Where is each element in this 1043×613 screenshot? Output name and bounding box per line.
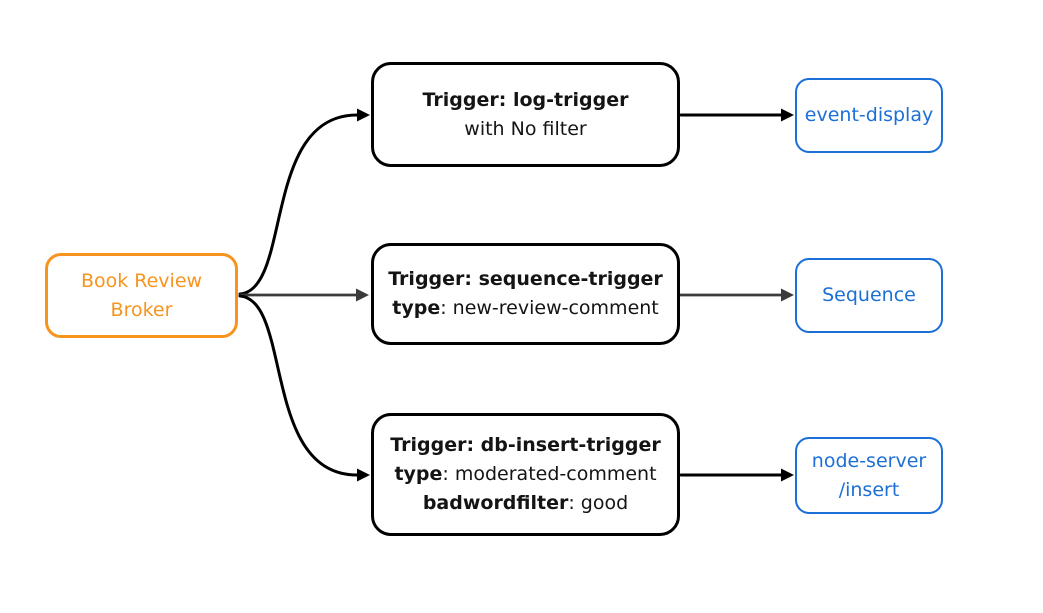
sequence-trigger-filter: type: new-review-comment (392, 294, 659, 323)
edge-broker-to-db-insert-trigger (238, 294, 359, 477)
sequence-label: Sequence (822, 284, 916, 306)
arrowhead-log-trigger (357, 108, 370, 122)
arrowhead-event-display (781, 108, 794, 122)
log-trigger-node: Trigger: log-trigger with No filter (371, 62, 680, 167)
arrowhead-sequence-trigger (356, 288, 369, 302)
log-trigger-title: Trigger: log-trigger (422, 88, 629, 111)
db-insert-trigger-filter-type: type: moderated-comment (394, 460, 656, 489)
event-display-node: event-display (795, 78, 943, 153)
broker-label-line1: Book Review (80, 269, 203, 292)
db-insert-trigger-title: Trigger: db-insert-trigger (390, 434, 661, 456)
node-server-label-line1: node-server (811, 449, 927, 472)
sequence-trigger-node: Trigger: sequence-trigger type: new-revi… (371, 243, 680, 345)
sequence-node: Sequence (795, 258, 943, 333)
event-display-label: event-display (804, 104, 934, 126)
db-insert-trigger-badword-key: badwordfilter (422, 492, 569, 514)
sequence-trigger-title: Trigger: sequence-trigger (388, 268, 663, 290)
arrowhead-node-server (781, 468, 794, 482)
broker-node: Book Review Broker (45, 253, 238, 338)
log-trigger-filter: with No filter (464, 117, 587, 140)
node-server-label-line2: /insert (838, 478, 900, 501)
arrowhead-db-insert-trigger (357, 468, 370, 482)
db-insert-trigger-badword-value: : good (568, 492, 629, 514)
db-insert-trigger-node: Trigger: db-insert-trigger type: moderat… (371, 413, 680, 536)
sequence-trigger-filter-value: : new-review-comment (440, 297, 659, 319)
sequence-trigger-filter-key: type (392, 297, 441, 319)
db-insert-trigger-type-key: type (394, 463, 443, 485)
arrowhead-sequence (781, 288, 794, 302)
broker-label-line2: Broker (110, 298, 173, 321)
db-insert-trigger-type-value: : moderated-comment (442, 463, 657, 485)
node-server-insert-node: node-server /insert (795, 437, 943, 514)
db-insert-trigger-filter-badword: badwordfilter: good (423, 489, 628, 518)
edge-broker-to-log-trigger (238, 113, 359, 296)
